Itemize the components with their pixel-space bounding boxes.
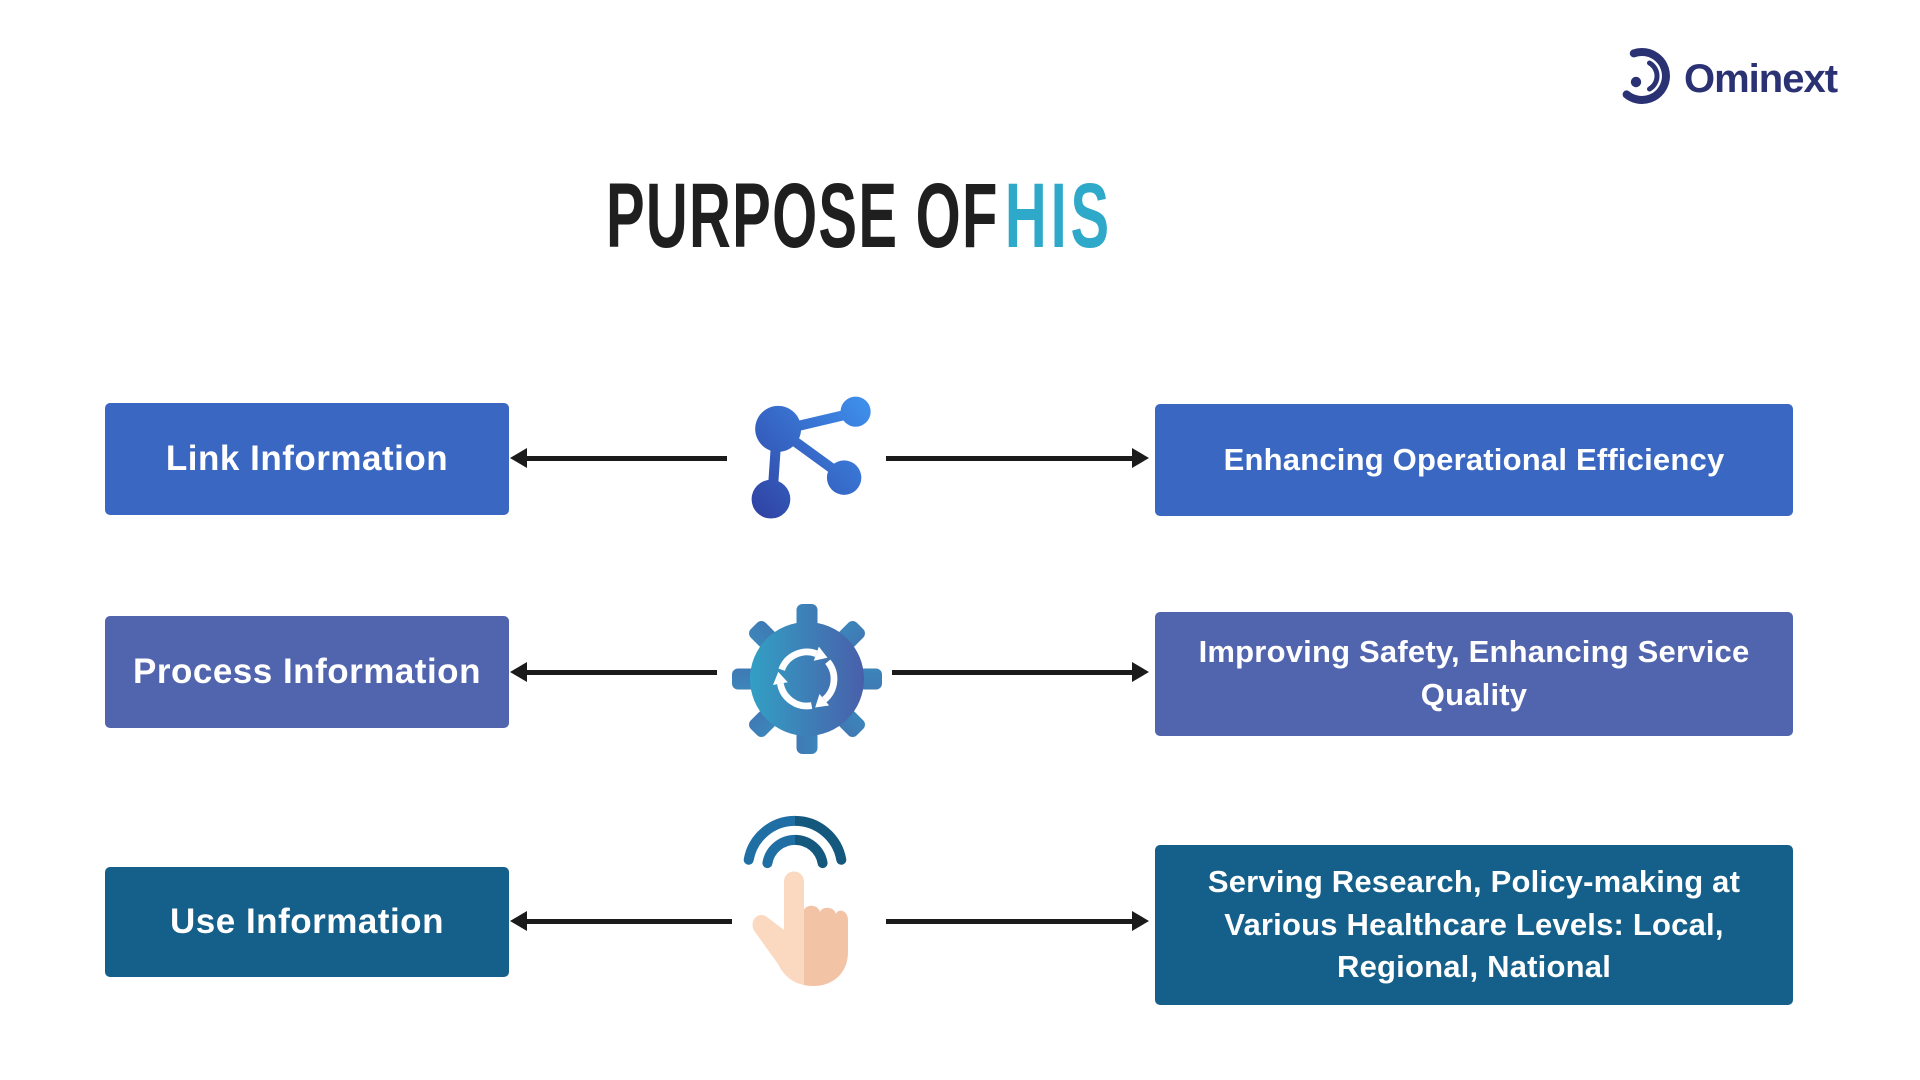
- logo: Ominext: [1612, 44, 1838, 113]
- right-box-label: Enhancing Operational Efficiency: [1223, 441, 1725, 477]
- left-box-link-information: Link Information: [105, 403, 509, 515]
- network-share-icon: [740, 393, 888, 525]
- arrow-left-row3: [510, 911, 732, 931]
- right-box-label: Serving Research, Policy-making at Vario…: [1207, 863, 1741, 985]
- tap-hand-icon: [737, 806, 877, 996]
- right-box-operational-efficiency: Enhancing Operational Efficiency: [1155, 404, 1793, 516]
- left-box-process-information: Process Information: [105, 616, 509, 728]
- process-cycle-gear-icon: [732, 604, 882, 754]
- arrow-right-row2: [892, 662, 1149, 682]
- title-highlight: HIS: [1004, 165, 1113, 267]
- right-box-label: Improving Safety, Enhancing Service Qual…: [1198, 634, 1750, 712]
- left-box-label: Link Information: [165, 439, 449, 478]
- arrow-right-row3: [886, 911, 1149, 931]
- arrow-left-row1: [510, 448, 727, 468]
- right-box-research-policy: Serving Research, Policy-making at Vario…: [1155, 845, 1793, 1005]
- title-prefix: PURPOSE OF: [606, 165, 999, 267]
- left-box-label: Process Information: [133, 652, 481, 691]
- arrow-left-row2: [510, 662, 717, 682]
- right-box-safety-service-quality: Improving Safety, Enhancing Service Qual…: [1155, 612, 1793, 736]
- left-box-use-information: Use Information: [105, 867, 509, 977]
- left-box-label: Use Information: [170, 902, 444, 941]
- arrow-right-row1: [886, 448, 1149, 468]
- logo-text: Ominext: [1684, 56, 1838, 101]
- page-title: PURPOSE OFHIS: [606, 170, 1113, 262]
- ominext-ring-icon: [1612, 44, 1676, 113]
